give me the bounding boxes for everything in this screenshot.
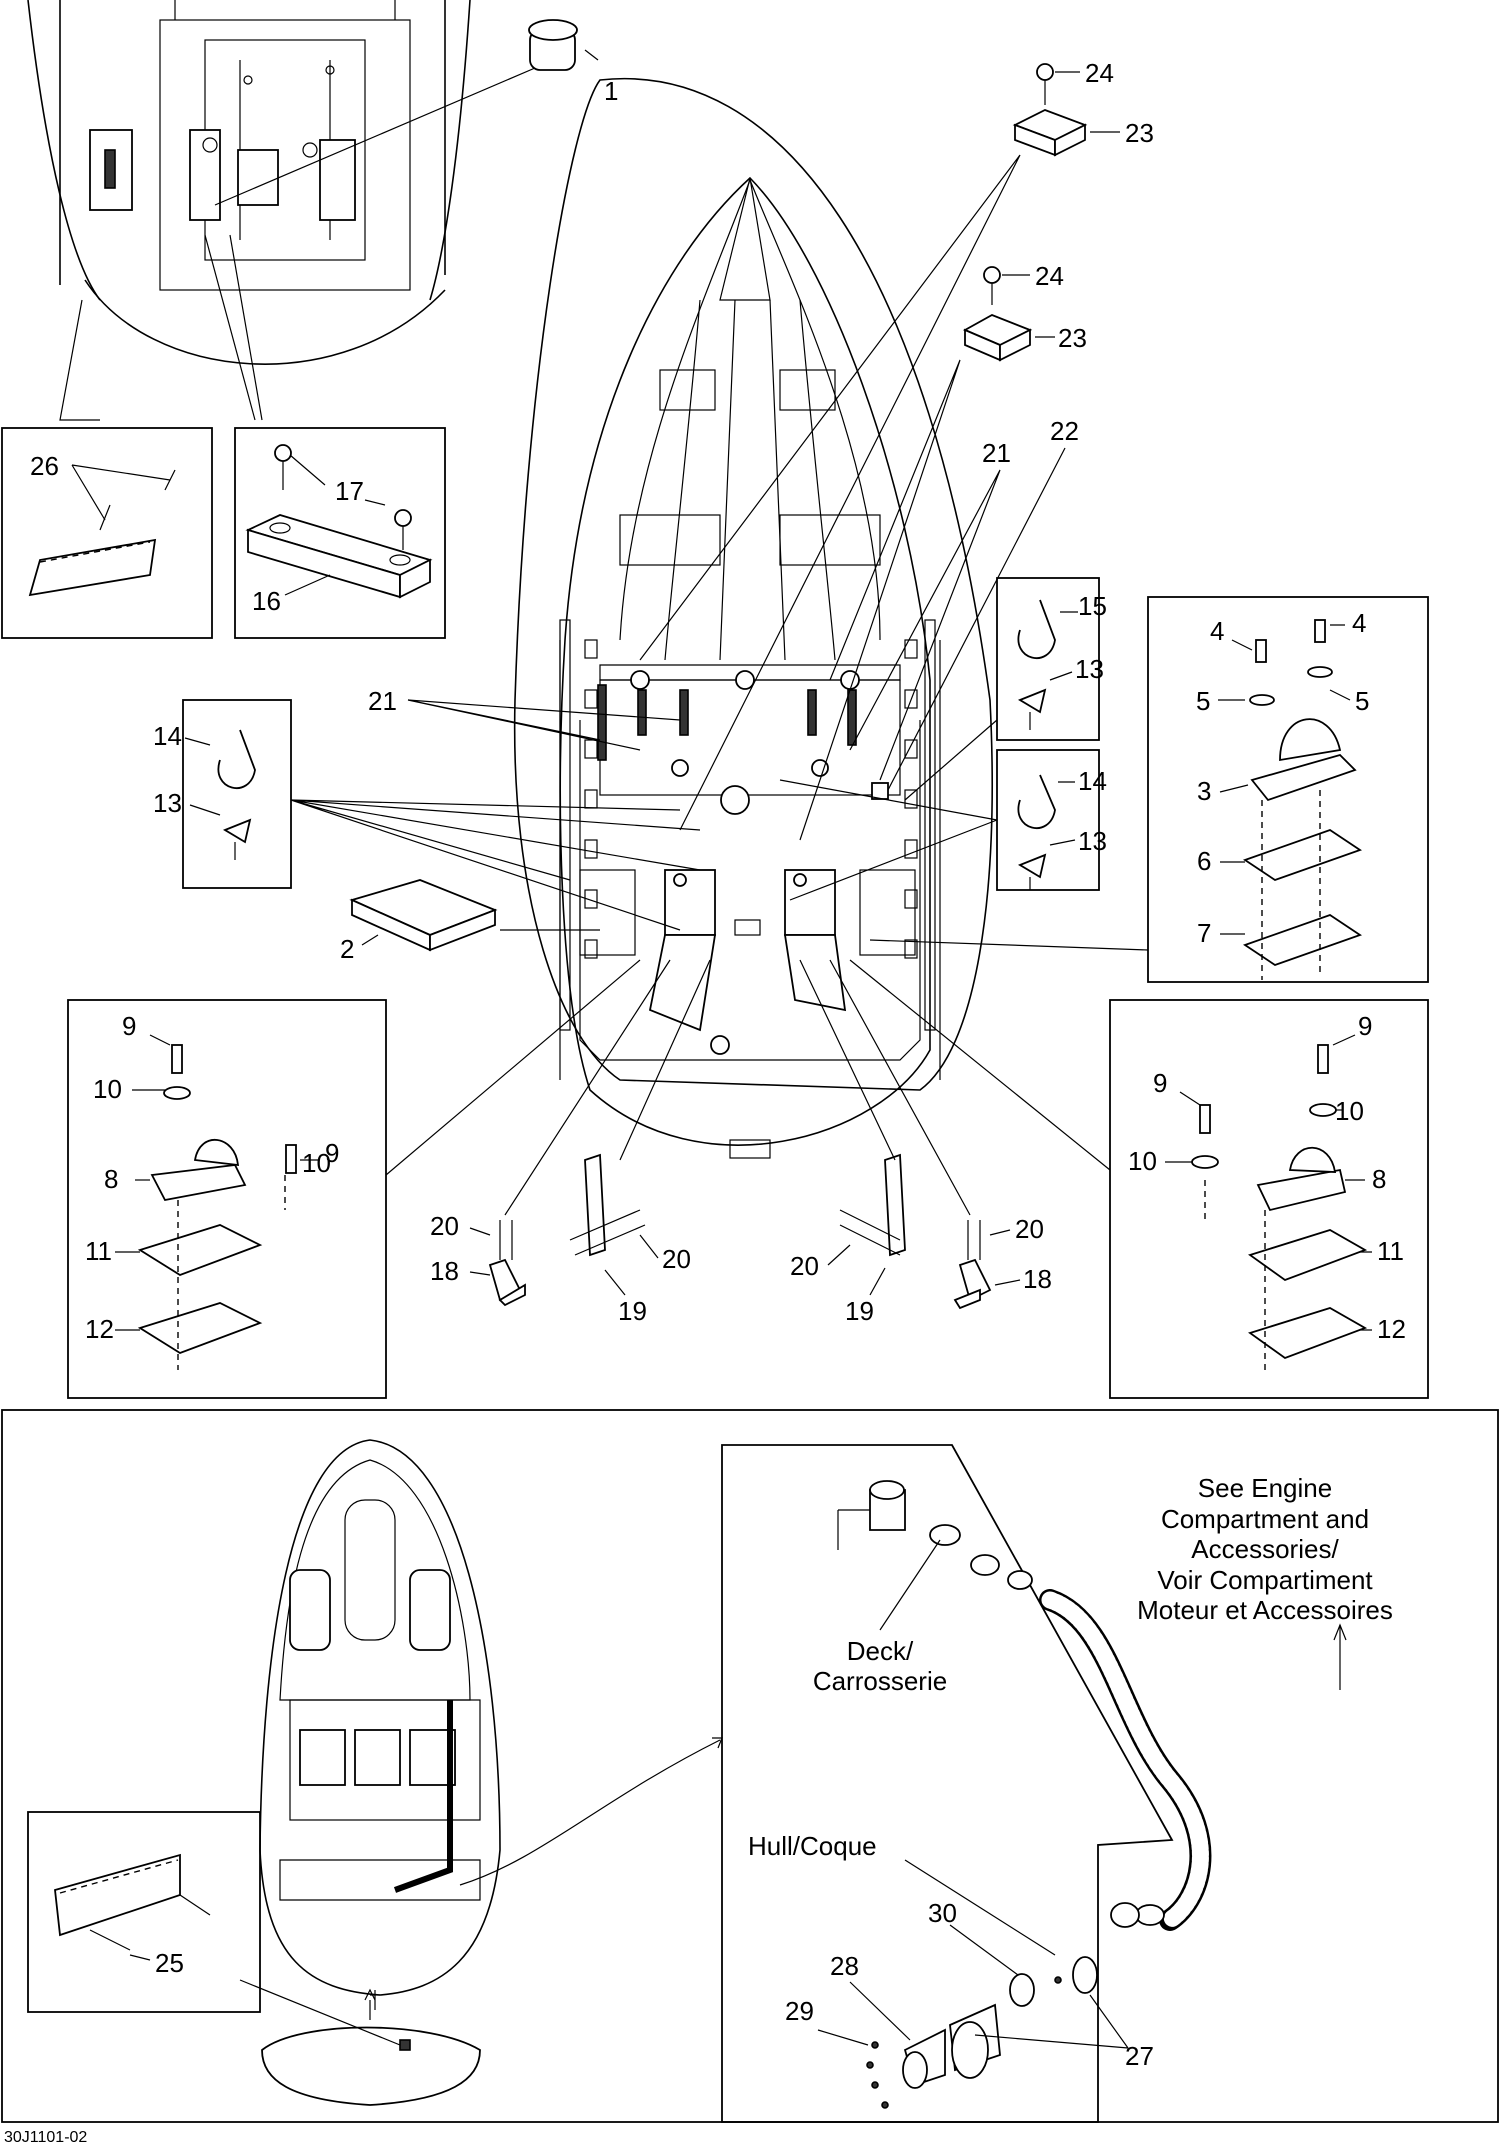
detail-box-15-13: [996, 577, 1100, 741]
part-2-pad: 2: [340, 879, 600, 964]
callout-21-left: 21: [368, 686, 397, 716]
callout-2: 2: [340, 934, 354, 964]
callout-20-r1: 20: [790, 1251, 819, 1281]
callout-11-left: 11: [85, 1236, 112, 1266]
see-engine-line-2: Compartment and: [1161, 1504, 1369, 1534]
callout-21-right: 21: [982, 438, 1011, 468]
parts-18-19-20-right: 20 19 20 18: [790, 959, 1052, 1326]
see-engine-line-3: Accessories/: [1191, 1534, 1339, 1564]
callout-23-mid: 23: [1058, 323, 1087, 353]
hose-detail-panel: [721, 1444, 1174, 2123]
callout-11-right: 11: [1377, 1236, 1404, 1266]
see-engine-line-4: Voir Compartiment: [1157, 1565, 1373, 1595]
callout-20-l1: 20: [430, 1211, 459, 1241]
detail-box-14-13-left: [182, 699, 292, 889]
callout-20-l2: 20: [662, 1244, 691, 1274]
callout-10-l2: 10: [302, 1148, 331, 1178]
callout-14-left: 14: [153, 721, 182, 751]
callout-13-right-b: 13: [1078, 826, 1107, 856]
detail-box-8-12-right: [1109, 999, 1429, 1399]
seat: [261, 1988, 481, 2106]
callout-4-a: 4: [1210, 616, 1224, 646]
detail-box-25: [27, 1811, 261, 2013]
callout-9-l1: 9: [122, 1011, 136, 1041]
callout-13-right-a: 13: [1075, 654, 1104, 684]
callout-24-mid: 24: [1035, 261, 1064, 291]
callout-19-left: 19: [618, 1296, 647, 1326]
callout-8-left: 8: [104, 1164, 118, 1194]
callout-9-l2: 9: [325, 1138, 339, 1168]
detail-box-26: [1, 427, 213, 639]
callout-15: 15: [1078, 591, 1107, 621]
callout-10-r2: 10: [1128, 1146, 1157, 1176]
callout-5-a: 5: [1196, 686, 1210, 716]
callout-28: 28: [830, 1951, 859, 1981]
detail-box-8-12-left: [67, 999, 387, 1399]
hull-label: Hull/Coque: [748, 1831, 877, 1861]
callout-19-right: 19: [845, 1296, 874, 1326]
parts-18-19-20-left: 20 18 20 19: [430, 959, 711, 1326]
callout-12-left: 12: [85, 1314, 114, 1344]
callout-14-right: 14: [1078, 766, 1107, 796]
detail-box-3-7: [1147, 596, 1429, 983]
deck-label-2: Carrosserie: [813, 1666, 947, 1696]
callout-30: 30: [928, 1898, 957, 1928]
callout-24-top: 24: [1085, 58, 1114, 88]
callout-6: 6: [1197, 846, 1211, 876]
hull-fitting: [866, 1956, 1098, 2109]
callout-27: 27: [1125, 2041, 1154, 2071]
see-engine-line-5: Moteur et Accessoires: [1137, 1595, 1393, 1625]
detail-box-16-17: [234, 427, 446, 639]
callout-9-r1: 9: [1358, 1011, 1372, 1041]
callout-13-left: 13: [153, 788, 182, 818]
callout-8-right: 8: [1372, 1164, 1386, 1194]
callout-10-l1: 10: [93, 1074, 122, 1104]
callout-22: 22: [1050, 416, 1079, 446]
ventilation-hose: [837, 1480, 1212, 1931]
callout-29: 29: [785, 1996, 814, 2026]
callout-18-left: 18: [430, 1256, 459, 1286]
drawing-id: 30J1101-02: [4, 2129, 87, 2146]
callout-10-r1: 10: [1335, 1096, 1364, 1126]
see-engine-note: See Engine Compartment and Accessories/ …: [1137, 1473, 1393, 1690]
callout-25: 25: [155, 1948, 184, 1978]
callout-4-b: 4: [1352, 608, 1366, 638]
callout-20-r2: 20: [1015, 1214, 1044, 1244]
part-23-24-top: 24 23: [639, 58, 1154, 831]
part-1-plug: [214, 19, 578, 206]
see-engine-line-1: See Engine: [1198, 1473, 1332, 1503]
callout-23-top: 23: [1125, 118, 1154, 148]
callout-1: 1: [604, 76, 618, 106]
callout-12-right: 12: [1377, 1314, 1406, 1344]
callout-17: 17: [335, 476, 364, 506]
callout-3: 3: [1197, 776, 1211, 806]
part-23-24-mid: 24 23: [799, 261, 1087, 841]
main-hull: [513, 77, 993, 1159]
callout-9-r2: 9: [1153, 1068, 1167, 1098]
callout-7: 7: [1197, 918, 1211, 948]
callout-16: 16: [252, 586, 281, 616]
callout-26: 26: [30, 451, 59, 481]
watercraft-overview: [259, 1439, 723, 2010]
deck-label-1: Deck/: [847, 1636, 914, 1666]
hull-rear-closeup: [27, 0, 471, 421]
callout-5-b: 5: [1355, 686, 1369, 716]
callout-18-right: 18: [1023, 1264, 1052, 1294]
